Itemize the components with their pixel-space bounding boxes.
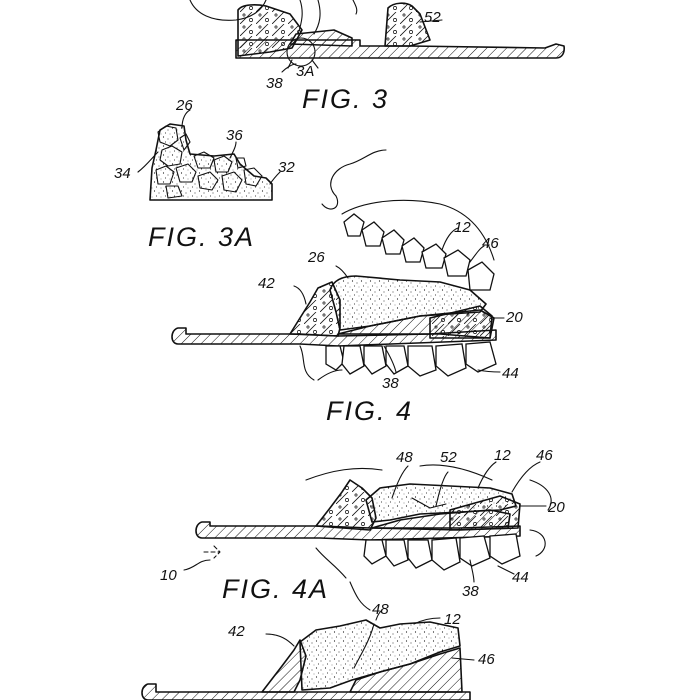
fig3a-label-34: 34 [114, 165, 131, 182]
fig4a-label-12: 12 [494, 447, 511, 464]
fig3-rear-block [384, 2, 431, 47]
fig3-label-3a: 3A [296, 63, 314, 80]
fig4-upper-teeth [343, 213, 495, 291]
fig5-front-wall [261, 639, 307, 693]
fig5-label-42: 42 [228, 623, 245, 640]
fig4-label-46: 46 [482, 235, 499, 252]
fig4-label-12: 12 [454, 219, 471, 236]
fig4-rear-block [429, 305, 493, 339]
fig3a-caption: FIG. 3A [148, 222, 255, 252]
fig3-label-38: 38 [266, 75, 283, 92]
fig4a-rear-block [449, 495, 521, 531]
fig4-label-26: 26 [307, 249, 325, 266]
fig4a-label-20: 20 [547, 499, 565, 516]
figure-3: 52 38 3A FIG. 3 [189, 0, 565, 114]
fig5-label-48: 48 [372, 601, 389, 618]
fig5-rear-block [349, 647, 463, 693]
fig4a-label-44: 44 [512, 569, 529, 586]
fig4-label-38: 38 [382, 375, 399, 392]
fig3-front-wall [237, 4, 303, 57]
fig3a-label-26: 26 [175, 97, 193, 114]
fig3a-granules [155, 125, 263, 199]
fig4a-label-10: 10 [160, 567, 177, 584]
fig4-lower-teeth [325, 341, 497, 377]
figure-4a: 48 52 12 46 20 10 38 44 FIG. 4A [160, 447, 565, 611]
fig5-label-46: 46 [478, 651, 495, 668]
fig5-label-12: 12 [444, 611, 461, 628]
fig3a-label-32: 32 [278, 159, 295, 176]
figure-5-partial: 42 48 12 46 [141, 601, 495, 700]
fig4a-caption: FIG. 4A [222, 574, 329, 604]
fig4-caption: FIG. 4 [326, 396, 413, 426]
fig4a-front-wall [315, 479, 377, 531]
fig3-caption: FIG. 3 [302, 84, 389, 114]
fig4-label-20: 20 [505, 309, 523, 326]
figure-4: 12 46 26 42 20 38 44 FIG. 4 [171, 149, 523, 426]
fig5-base-plate [141, 683, 471, 700]
fig3a-label-36: 36 [226, 127, 243, 144]
fig5-impression-material [299, 619, 461, 691]
fig4-label-42: 42 [258, 275, 275, 292]
fig3-label-52: 52 [424, 9, 441, 26]
fig3-liner [289, 29, 353, 47]
fig4a-label-46: 46 [536, 447, 553, 464]
fig4-label-44: 44 [502, 365, 519, 382]
fig4a-label-48: 48 [396, 449, 413, 466]
figure-3a: 26 36 34 32 FIG. 3A [114, 97, 295, 252]
fig4a-label-52: 52 [440, 449, 457, 466]
fig3a-granule-layer [149, 123, 273, 201]
fig4a-lower-teeth [363, 533, 521, 571]
fig4a-label-38: 38 [462, 583, 479, 600]
fig3-detail-circle [286, 37, 316, 67]
